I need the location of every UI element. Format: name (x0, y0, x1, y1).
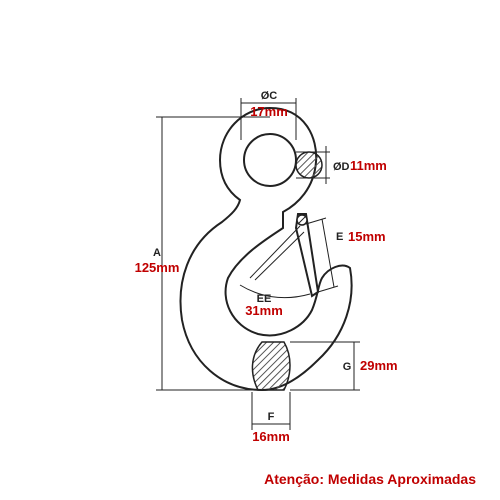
dimension-c: ØC 17mm (240, 90, 297, 140)
dim-f-value: 16mm (252, 429, 290, 444)
dim-f-letter: F (268, 411, 275, 423)
dimension-d: ØD 11mm (296, 146, 387, 184)
dim-d-letter: ØD (333, 161, 350, 173)
dimension-ee: EE 31mm (245, 293, 283, 318)
dim-e-value: 15mm (348, 229, 386, 244)
dim-c-value: 17mm (250, 104, 288, 119)
eye-hole (243, 133, 297, 187)
dimension-f: F 16mm (251, 392, 291, 444)
hook-section (251, 341, 291, 391)
dim-c-letter: ØC (261, 90, 278, 102)
approximate-measures-note: Atenção: Medidas Aproximadas (264, 471, 476, 487)
eye-section (295, 151, 323, 179)
dimension-g: G 29mm (290, 341, 398, 391)
dim-a-value: 125mm (135, 260, 180, 275)
dim-d-value: 11mm (350, 158, 387, 173)
dimension-a: A 125mm (135, 116, 270, 391)
dimension-e: E 15mm (305, 217, 386, 293)
dim-g-letter: G (343, 361, 352, 373)
dim-a-letter: A (153, 247, 161, 259)
dim-ee-letter: EE (257, 293, 272, 305)
dim-g-value: 29mm (360, 358, 398, 373)
dim-ee-value: 31mm (245, 303, 283, 318)
dim-e-letter: E (336, 231, 343, 243)
